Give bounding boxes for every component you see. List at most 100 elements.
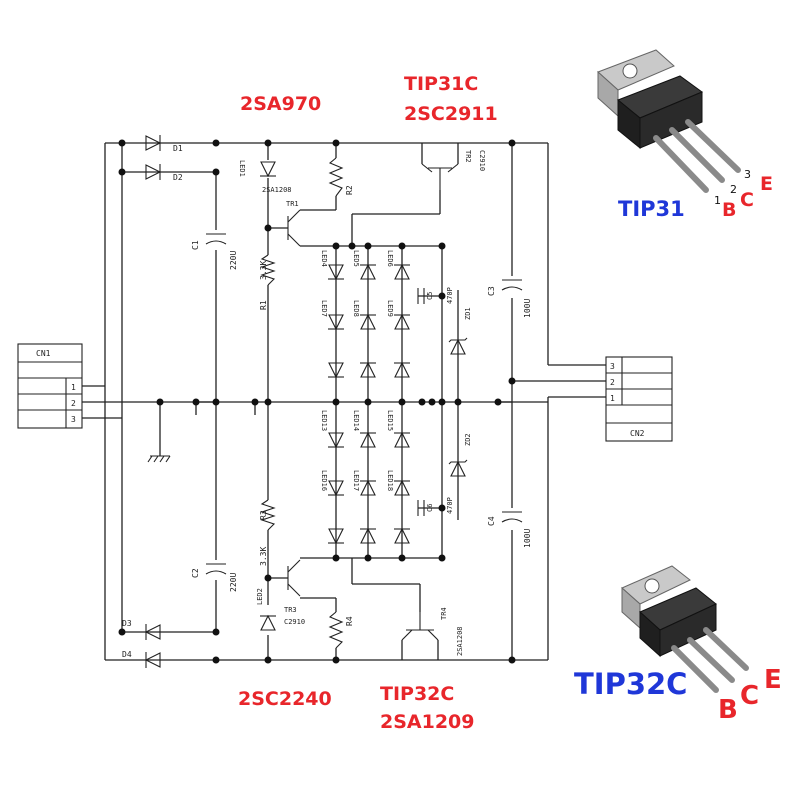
svg-text:100U: 100U	[523, 299, 532, 318]
cn1-pin-3: 3	[71, 415, 76, 424]
tip31-name-label: TIP31	[618, 197, 685, 221]
svg-text:C6: C6	[426, 504, 434, 512]
cn1-pin-2: 2	[71, 399, 76, 408]
capacitor-c2: C2 220U	[191, 563, 238, 592]
led-label-bot-0: LED13	[320, 410, 328, 431]
tip31-pin3-num: 3	[744, 168, 751, 181]
svg-text:TR3: TR3	[284, 606, 297, 614]
svg-text:LED1: LED1	[238, 160, 246, 177]
svg-text:D1: D1	[173, 144, 183, 153]
led-bot-1-0	[360, 431, 376, 448]
tip32c-name-label: TIP32C	[574, 667, 687, 701]
svg-text:ZD2: ZD2	[464, 433, 472, 446]
tr1-code: 2SA1208	[262, 186, 292, 194]
tip31-pin-c: C	[740, 189, 754, 211]
led-top-2-2	[394, 361, 410, 378]
resistor-r1: R1 3.3K	[259, 254, 276, 310]
svg-text:470P: 470P	[446, 497, 454, 514]
tr3-part-label: 2SC2240	[238, 688, 332, 710]
led-label-bot-4: LED17	[352, 470, 360, 491]
led-label-bot-5: LED18	[386, 470, 394, 491]
svg-text:220U: 220U	[229, 251, 238, 270]
svg-text:LED2: LED2	[256, 588, 264, 605]
svg-text:D3: D3	[122, 619, 132, 628]
led-label-bot-3: LED16	[320, 470, 328, 491]
led-label-top-0: LED4	[320, 250, 328, 267]
capacitor-c1: C1 220U	[191, 233, 238, 270]
led-bot-2-0	[394, 431, 410, 448]
svg-text:C4: C4	[487, 516, 496, 526]
capacitor-c6: C6 470P	[417, 497, 454, 516]
led-top-0-1	[328, 314, 344, 331]
tr4-part-label-a: TIP32C	[380, 683, 454, 705]
led-top-0-0	[328, 264, 344, 281]
svg-text:C2910: C2910	[284, 618, 305, 626]
led-label-bot-1: LED14	[352, 410, 360, 431]
resistor-r3: R3 3.3K	[259, 499, 276, 566]
led-label-top-2: LED6	[386, 250, 394, 267]
svg-text:R4: R4	[345, 616, 354, 626]
tip31-pin-b: B	[722, 199, 736, 221]
diode-d2: D2	[145, 164, 183, 182]
zener-zd2: ZD2	[448, 433, 472, 477]
led-bot-1-2	[360, 527, 376, 544]
zener-zd1: ZD1	[448, 307, 472, 355]
capacitor-c5: C5 470P	[417, 287, 454, 304]
cn2-pin-2: 2	[610, 378, 615, 387]
led-top-1-0	[360, 263, 376, 280]
ground-icon	[147, 455, 171, 463]
svg-text:TR4: TR4	[440, 607, 448, 620]
svg-text:R1: R1	[259, 300, 268, 310]
cn2-pin-1: 1	[610, 394, 615, 403]
svg-text:3.3K: 3.3K	[259, 261, 268, 280]
transistor-tr2: TR2 C2910	[421, 150, 486, 190]
led-top-1-1	[360, 313, 376, 330]
connector-cn2: 3 2 1 CN2	[605, 356, 673, 442]
tip31-pin2-num: 2	[730, 183, 737, 196]
svg-text:C3: C3	[487, 286, 496, 296]
led-bot-2-1	[394, 479, 410, 496]
svg-text:3.3K: 3.3K	[259, 547, 268, 566]
led-led2: LED2	[256, 588, 276, 631]
tip31-pin-e: E	[760, 173, 773, 195]
tr2-part-label-b: 2SC2911	[404, 103, 498, 125]
diode-d4: D4	[122, 650, 161, 668]
transistor-tr1: TR1	[286, 200, 301, 247]
led-top-1-2	[360, 361, 376, 378]
led-label-top-3: LED7	[320, 300, 328, 317]
tr4-part-label-b: 2SA1209	[380, 711, 475, 733]
tip32c-pin-b: B	[718, 695, 738, 725]
tr1-part-label: 2SA970	[240, 93, 321, 115]
tip31-pin1-num: 1	[714, 194, 721, 207]
led-led1: LED1 2SA1208	[238, 160, 292, 194]
connector-cn1: CN1 1 2 3	[17, 343, 83, 429]
led-top-0-2	[328, 362, 344, 379]
svg-text:TR1: TR1	[286, 200, 299, 208]
svg-text:C2: C2	[191, 568, 200, 578]
capacitor-c3: C3 100U	[487, 279, 532, 318]
tr2-part-label-a: TIP31C	[404, 73, 478, 95]
svg-text:C1: C1	[191, 240, 200, 250]
led-bot-0-0	[328, 432, 344, 449]
svg-text:470P: 470P	[446, 287, 454, 304]
svg-text:TR2: TR2	[464, 150, 472, 163]
tip32c-pin-c: C	[740, 681, 759, 711]
cn1-label: CN1	[36, 349, 51, 358]
tip32c-pin-e: E	[764, 665, 782, 695]
led-bot-2-2	[394, 527, 410, 544]
led-label-bot-2: LED15	[386, 410, 394, 431]
resistor-r2: R2	[328, 157, 354, 197]
led-label-top-1: LED5	[352, 250, 360, 267]
led-label-top-4: LED8	[352, 300, 360, 317]
svg-text:R3: R3	[259, 510, 268, 520]
svg-text:C2910: C2910	[478, 150, 486, 171]
wiring	[82, 142, 606, 661]
junction-dots	[118, 139, 516, 664]
led-top-2-1	[394, 313, 410, 330]
diode-d3: D3	[122, 619, 161, 640]
svg-text:R2: R2	[345, 185, 354, 195]
